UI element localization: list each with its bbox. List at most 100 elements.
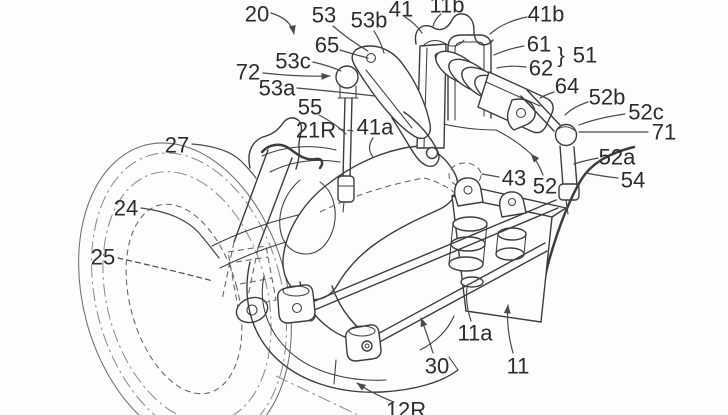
label-25: 25 [91,245,115,270]
fender-details [333,315,459,385]
fork-tube-hidden [221,241,259,307]
front-fender [246,261,459,393]
ball-joint-71-cap [557,126,575,131]
pivot-disc-5 [495,247,525,261]
label-52c: 52c [628,100,663,125]
leader-52 [530,153,544,176]
leader-52c [578,113,626,126]
pivot-disc-4 [497,227,527,241]
leader-11 [503,304,514,354]
steering-axis-phantom [275,375,359,415]
leader-41b [489,16,528,35]
label-65: 65 [315,33,339,58]
label-52b: 52b [589,85,626,110]
leader-55 [318,114,347,135]
pivot-disc-1 [452,216,488,232]
leader-65 [339,49,369,59]
head-tube-break [414,13,494,46]
leader-52a [573,157,599,165]
label-55: 55 [298,95,322,120]
link-rod-end [558,183,580,201]
label-11a: 11a [457,321,493,346]
leader-11a [465,286,472,322]
label-62: 62 [529,56,553,81]
label-53: 53 [312,3,336,28]
fork-top-break [248,117,303,170]
label-30: 30 [425,354,449,379]
damper-clevis-pin [515,107,527,119]
tie-rod-55 [342,97,353,179]
tie-rod-30-lower [360,242,548,352]
fender-clamp-2-bolt [361,340,373,352]
link-arm-64 [520,89,561,132]
upper-arm-pin [425,146,439,160]
label-12R: 12R [386,398,426,415]
leader-61 [493,45,525,56]
rocker-plate-edge [365,69,413,129]
frame-clamp-2 [499,191,527,218]
ball-joint-71 [554,123,578,147]
casting-wheel-boss [279,179,336,255]
leader-41a [368,137,374,158]
leader-53 [332,25,369,52]
label-71: 71 [652,120,676,145]
frame-clamp-2-bolt [507,197,517,207]
fender-inner-edge [261,275,387,381]
damper-clevis [506,98,536,131]
tie-rod-end [337,185,355,213]
fender-outer-edge [246,261,459,393]
leader-24 [140,207,220,259]
label-41b: 41b [528,2,565,27]
label-20: 20 [245,2,269,27]
tie-rod-30-upper [297,199,559,317]
pivot-stack2-sides [495,233,527,255]
label-51: 51 [573,43,597,68]
label-43: 43 [502,166,526,191]
leader-52b [564,101,589,116]
leader-64 [539,91,555,99]
label-52: 52 [533,174,557,199]
fender-clamp-2-top [348,325,376,337]
label-41a: 41a [357,115,394,140]
label-53a: 53a [259,76,296,101]
leader-43 [481,173,500,178]
label-53b: 53b [351,8,388,33]
head-tube-break-inner [422,39,465,47]
pivot-disc-2 [450,236,486,252]
shock-absorber [434,50,554,134]
leader-20 [270,12,296,35]
damper-collar [485,81,541,107]
label-24: 24 [114,196,138,221]
leader-27 [191,143,257,179]
fork-bracket-edge [260,143,324,170]
label-61: 61 [527,32,551,57]
wheel-rim-hidden-outline [125,203,243,395]
ball-joint-72 [335,65,359,89]
label-41: 41 [389,0,413,22]
label-54: 54 [621,168,645,193]
phantom-wheel [78,142,292,415]
leader-53b [373,30,385,54]
upper-arm-41a [391,111,440,167]
frame-clamp-1-bolt [463,185,473,195]
leader-30 [420,317,434,354]
label-52a: 52a [599,145,636,170]
stirrup-bracket-outer [447,34,492,121]
tire-inner-phantom-line [102,171,272,415]
brake-caliper-hidden [227,245,277,309]
tire-phantom-line [91,152,287,415]
label-64: 64 [555,74,579,99]
label-72: 72 [236,60,260,85]
fender-clamp-1-top [282,285,310,297]
pivot-disc-3 [448,256,484,272]
frame-bracket [276,177,567,362]
leader-53c [312,61,342,72]
fork-tube [233,149,293,249]
link-rod-52a [559,145,578,187]
label-27: 27 [165,133,189,158]
leader-41 [404,16,423,34]
fender-clamp-1-bolt [291,302,303,314]
